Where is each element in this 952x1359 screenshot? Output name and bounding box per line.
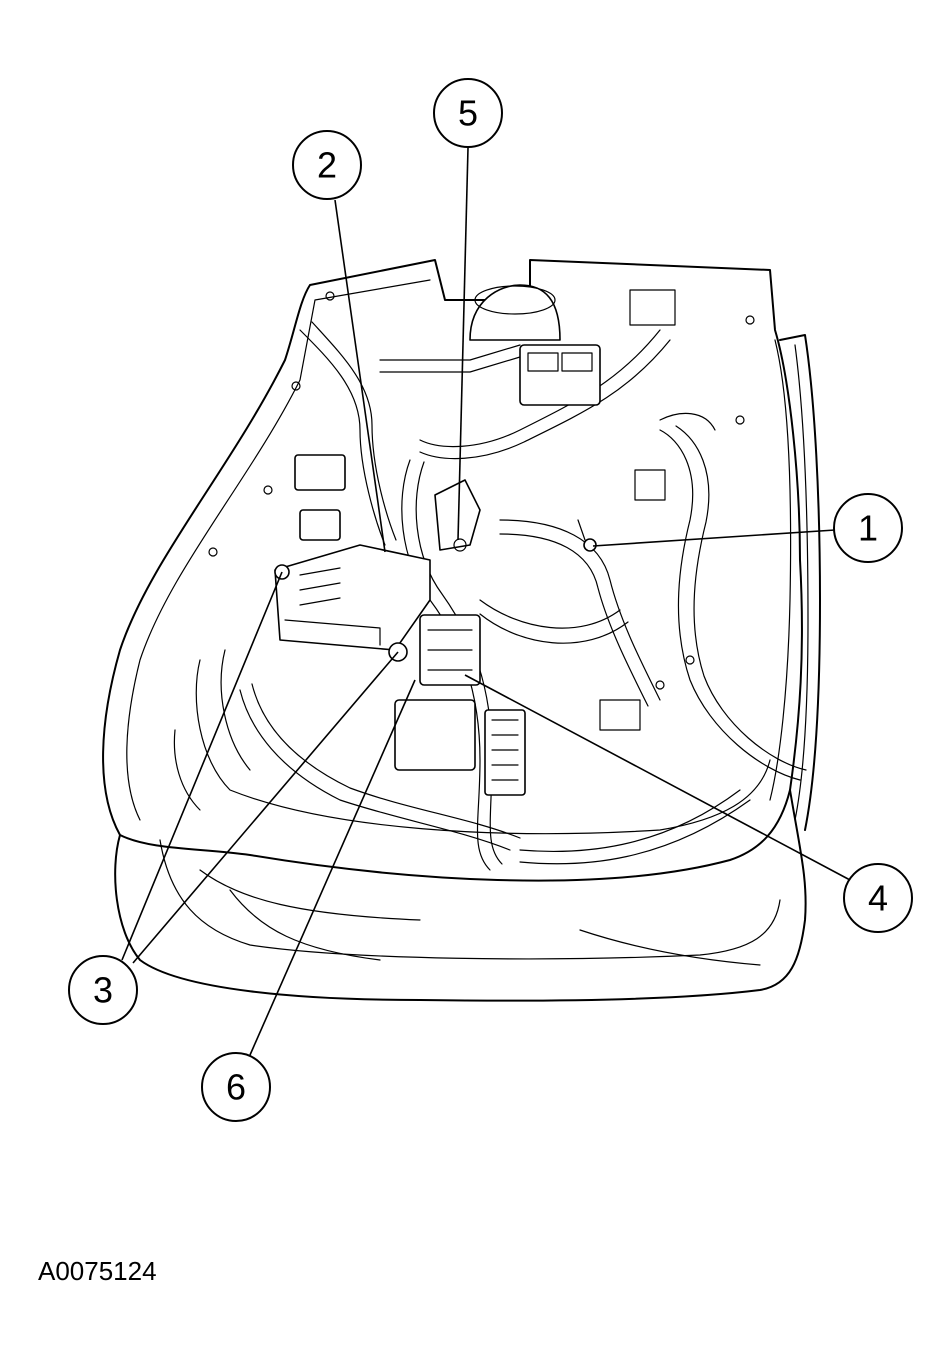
callout-5-label: 5 — [458, 93, 478, 134]
leader-2 — [334, 199, 386, 553]
callout-4: 4 — [843, 863, 913, 933]
components — [208, 284, 755, 796]
callout-2-label: 2 — [317, 145, 337, 186]
leader-6 — [249, 679, 416, 1056]
callout-4-label: 4 — [868, 878, 888, 919]
callout-2: 2 — [292, 130, 362, 200]
callout-6-label: 6 — [226, 1067, 246, 1108]
leader-1 — [592, 529, 836, 547]
callout-5: 5 — [433, 78, 503, 148]
callout-3: 3 — [68, 955, 138, 1025]
leader-4 — [464, 674, 851, 881]
callout-1-label: 1 — [858, 508, 878, 549]
figure-id: A0075124 — [38, 1256, 157, 1286]
leader-lines — [121, 147, 851, 1056]
leader-3b — [132, 651, 399, 964]
wiring-harness — [239, 321, 807, 871]
leader-5 — [457, 147, 469, 541]
callout-6: 6 — [201, 1052, 271, 1122]
leader-3a — [121, 571, 283, 961]
callout-3-label: 3 — [93, 970, 113, 1011]
seat-frame — [102, 259, 821, 1002]
callout-1: 1 — [833, 493, 903, 563]
